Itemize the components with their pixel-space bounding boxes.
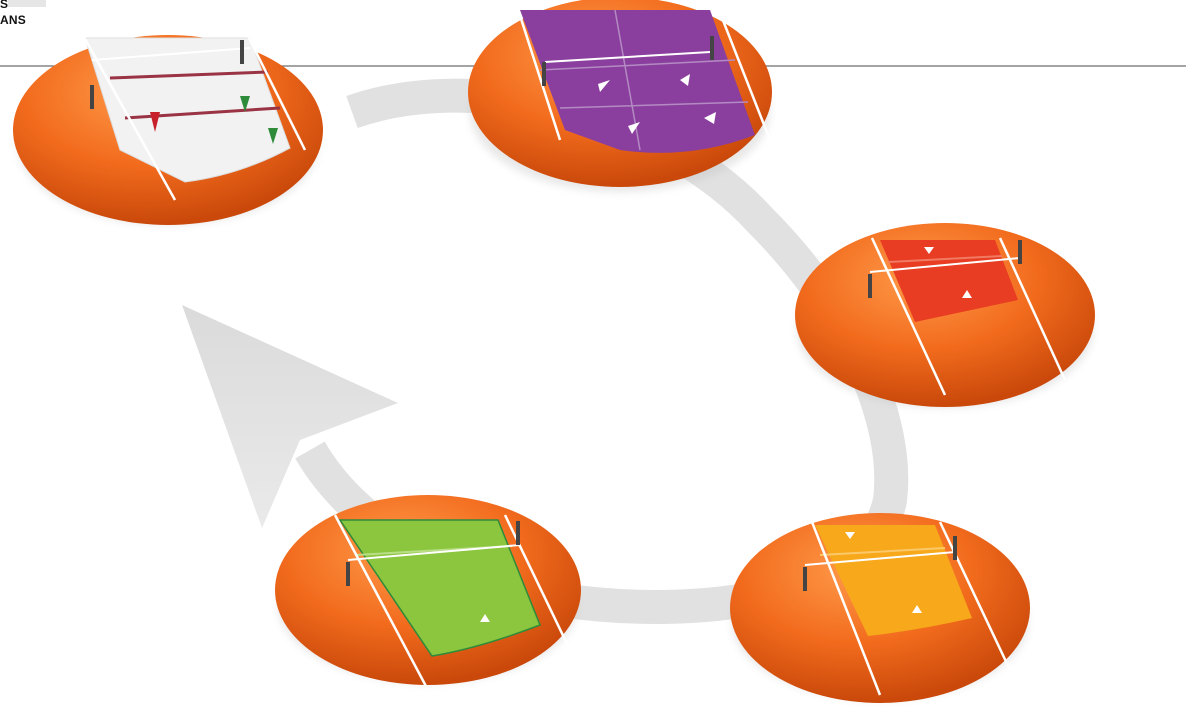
court-stage-yellow <box>730 513 1030 703</box>
court-stage-purple <box>468 0 772 192</box>
net-post <box>710 36 714 60</box>
court-stage-green <box>275 495 581 690</box>
net-post <box>240 40 244 64</box>
net-post <box>1018 240 1022 264</box>
net-post <box>803 567 807 591</box>
net-post <box>953 536 957 560</box>
net-post <box>542 62 546 86</box>
net-post <box>346 562 350 586</box>
court-stage-white <box>13 30 323 225</box>
net-post <box>868 274 872 298</box>
net-post <box>90 85 94 109</box>
court-stage-red <box>795 223 1095 408</box>
net-post <box>516 521 520 545</box>
